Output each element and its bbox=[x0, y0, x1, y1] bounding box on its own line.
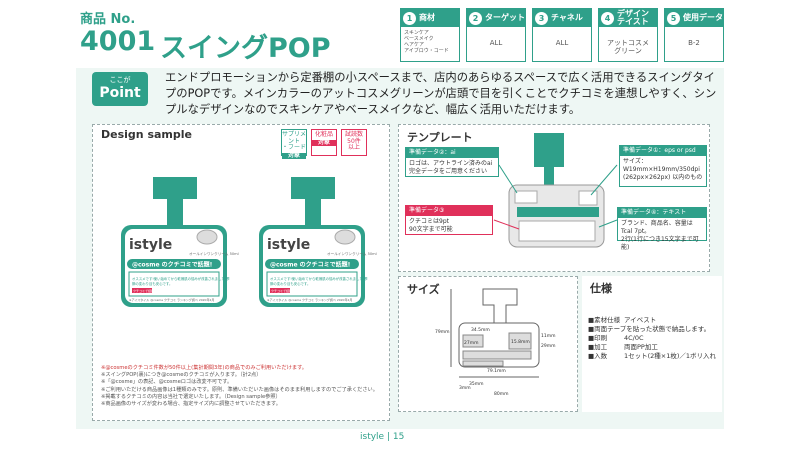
template-panel: テンプレート 準備データ②：ai ロゴは、アウトライン済みのai完全データをご用… bbox=[398, 124, 710, 272]
pop-hanger bbox=[153, 177, 197, 225]
template-box-review: 準備データ③ クチコミは9pt 90文字まで可能 bbox=[405, 205, 493, 235]
svg-text:80mm: 80mm bbox=[494, 391, 509, 397]
category-value: B-2 bbox=[688, 39, 700, 47]
spec-title: 仕様 bbox=[590, 282, 612, 295]
pop-banner: @cosme のクチコミで話題! bbox=[270, 261, 350, 269]
page-title: スイングPOP bbox=[160, 33, 331, 64]
size-title: サイズ bbox=[407, 283, 440, 296]
item-number: 4001 bbox=[80, 26, 156, 57]
size-panel: サイズ 34.5mm 27mm 15.8mm 11mm 79.1mm 35mm … bbox=[398, 276, 578, 412]
target-tag-1: 化粧品対象 bbox=[311, 129, 337, 156]
category-number: 5 bbox=[667, 11, 680, 25]
pop-product: オールインワンクリーム 50ml bbox=[189, 251, 239, 256]
svg-text:79mm: 79mm bbox=[435, 329, 450, 335]
template-box-text: 準備データ④：テキスト ブランド、商品名、容量はTcal 7pt。 2行(1行に… bbox=[617, 207, 707, 251]
size-diagram: 34.5mm 27mm 15.8mm 11mm 79.1mm 35mm 80mm… bbox=[435, 288, 556, 397]
svg-text:11mm: 11mm bbox=[541, 333, 556, 339]
design-note: ※スイングPOP(裏)につき@cosmeのクチコミが入ります。（計2点） bbox=[101, 372, 262, 379]
category-number: 3 bbox=[535, 11, 548, 25]
spec-row: ■素材仕様アイベスト bbox=[588, 316, 657, 324]
category-value: ALL bbox=[555, 39, 569, 47]
template-box-image: 準備データ①：eps or psd サイズ： W19mm×H19mm/350dp… bbox=[619, 145, 707, 187]
design-note: ※@cosmeのクチコミ件数が50件以上(集計期間3年)の商品でのみご利用いただ… bbox=[101, 365, 307, 371]
spec-row: ■加工両面PP加工 bbox=[588, 343, 658, 351]
pop-illustration: istyle オールインワンクリーム 50ml @cosme のクチコミで話題! オス… bbox=[121, 177, 377, 307]
pop-hanger bbox=[291, 177, 335, 225]
design-note: ※掲載するクチコミの内容は当社で選定いたします。（Design sample参照… bbox=[101, 393, 281, 400]
svg-text:79.1mm: 79.1mm bbox=[487, 368, 506, 374]
svg-text:15.8mm: 15.8mm bbox=[511, 339, 530, 345]
pop-review: オススメです!使い始めてから乾燥肌の悩みが改善されました!季 bbox=[270, 276, 368, 281]
category-label: デザイン テイスト bbox=[617, 9, 649, 26]
page-number: 15 bbox=[392, 432, 405, 442]
pop-footer: ※アイスタイル @cosme クチコミ ランキング調べ 2020年2月 bbox=[129, 297, 214, 302]
category-label: チャネル bbox=[551, 13, 583, 22]
pop-brand: istyle bbox=[267, 237, 310, 253]
point-badge-big: Point bbox=[99, 85, 141, 101]
pop-rating-label: クチコミで話題の bbox=[133, 288, 157, 293]
category-number: 4 bbox=[601, 11, 614, 25]
pop-review: オススメです!使い始めてから乾燥肌の悩みが改善されました!季 bbox=[132, 276, 230, 281]
svg-text:節の変わり目も安心です。: 節の変わり目も安心です。 bbox=[132, 281, 172, 286]
template-title: テンプレート bbox=[407, 131, 473, 144]
category-value: スキンケア ベースメイク ヘアケア アイブロウ・コード bbox=[404, 30, 449, 54]
point-description: エンドプロモーションから定番棚の小スペースまで、店内のあらゆるスペースで広く活用… bbox=[165, 71, 717, 116]
design-note: ※ご利用いただける商品画像は1種類のみです。原則、準備いただいた画像はそのまま利… bbox=[101, 386, 378, 393]
pop-rating-label: クチコミで話題の bbox=[271, 288, 295, 293]
category-label: 使用データ bbox=[683, 13, 723, 22]
svg-text:35mm: 35mm bbox=[469, 381, 484, 387]
svg-text:節の変わり目も安心です。: 節の変わり目も安心です。 bbox=[270, 281, 310, 286]
svg-text:3mm: 3mm bbox=[459, 385, 471, 391]
category-number: 2 bbox=[469, 11, 482, 25]
design-sample-title: Design sample bbox=[101, 128, 192, 141]
target-tag-0: サプリメント ・フード対象 bbox=[281, 129, 307, 160]
design-sample-panel: Design sample サプリメント ・フード対象化粧品対象試読数 50件 … bbox=[92, 124, 390, 421]
svg-text:34.5mm: 34.5mm bbox=[471, 327, 490, 333]
category-value: ALL bbox=[489, 39, 503, 47]
design-notes: ※@cosmeのクチコミ件数が50件以上(集計期間3年)の商品でのみご利用いただ… bbox=[101, 365, 381, 408]
point-badge: ここが Point bbox=[92, 72, 148, 106]
design-note: ※商品画像のサイズが変わる場合、指定サイズ内に調整させていただきます。 bbox=[101, 401, 281, 408]
design-note: ※「@cosme」の表記、@cosmeロゴは改変不可です。 bbox=[101, 379, 233, 386]
svg-text:29mm: 29mm bbox=[541, 343, 556, 349]
pop-brand: istyle bbox=[129, 237, 172, 253]
footer: istyle | 15 bbox=[360, 432, 405, 442]
pop-product: オールインワンクリーム 50ml bbox=[327, 251, 377, 256]
spec-row: ■両面テープを貼った状態で納品します。 bbox=[588, 325, 711, 333]
target-tag-2: 試読数 50件 以上 bbox=[341, 129, 367, 156]
template-diagram bbox=[493, 133, 618, 248]
category-value: アットコスメ グリーン bbox=[607, 39, 649, 56]
template-box-logo: 準備データ②：ai ロゴは、アウトライン済みのai完全データをご用意ください bbox=[405, 147, 499, 177]
item-number-label: 商品 No. bbox=[80, 12, 136, 27]
point-badge-small: ここが bbox=[109, 76, 131, 84]
category-number: 1 bbox=[403, 11, 416, 25]
pop-banner: @cosme のクチコミで話題! bbox=[132, 261, 212, 269]
svg-text:27mm: 27mm bbox=[464, 340, 479, 346]
category-label: 商材 bbox=[419, 13, 435, 22]
pop-footer: ※アイスタイル @cosme クチコミ ランキング調べ 2020年2月 bbox=[267, 297, 352, 302]
category-label: ターゲット bbox=[485, 13, 525, 22]
footer-brand: istyle bbox=[360, 432, 385, 442]
